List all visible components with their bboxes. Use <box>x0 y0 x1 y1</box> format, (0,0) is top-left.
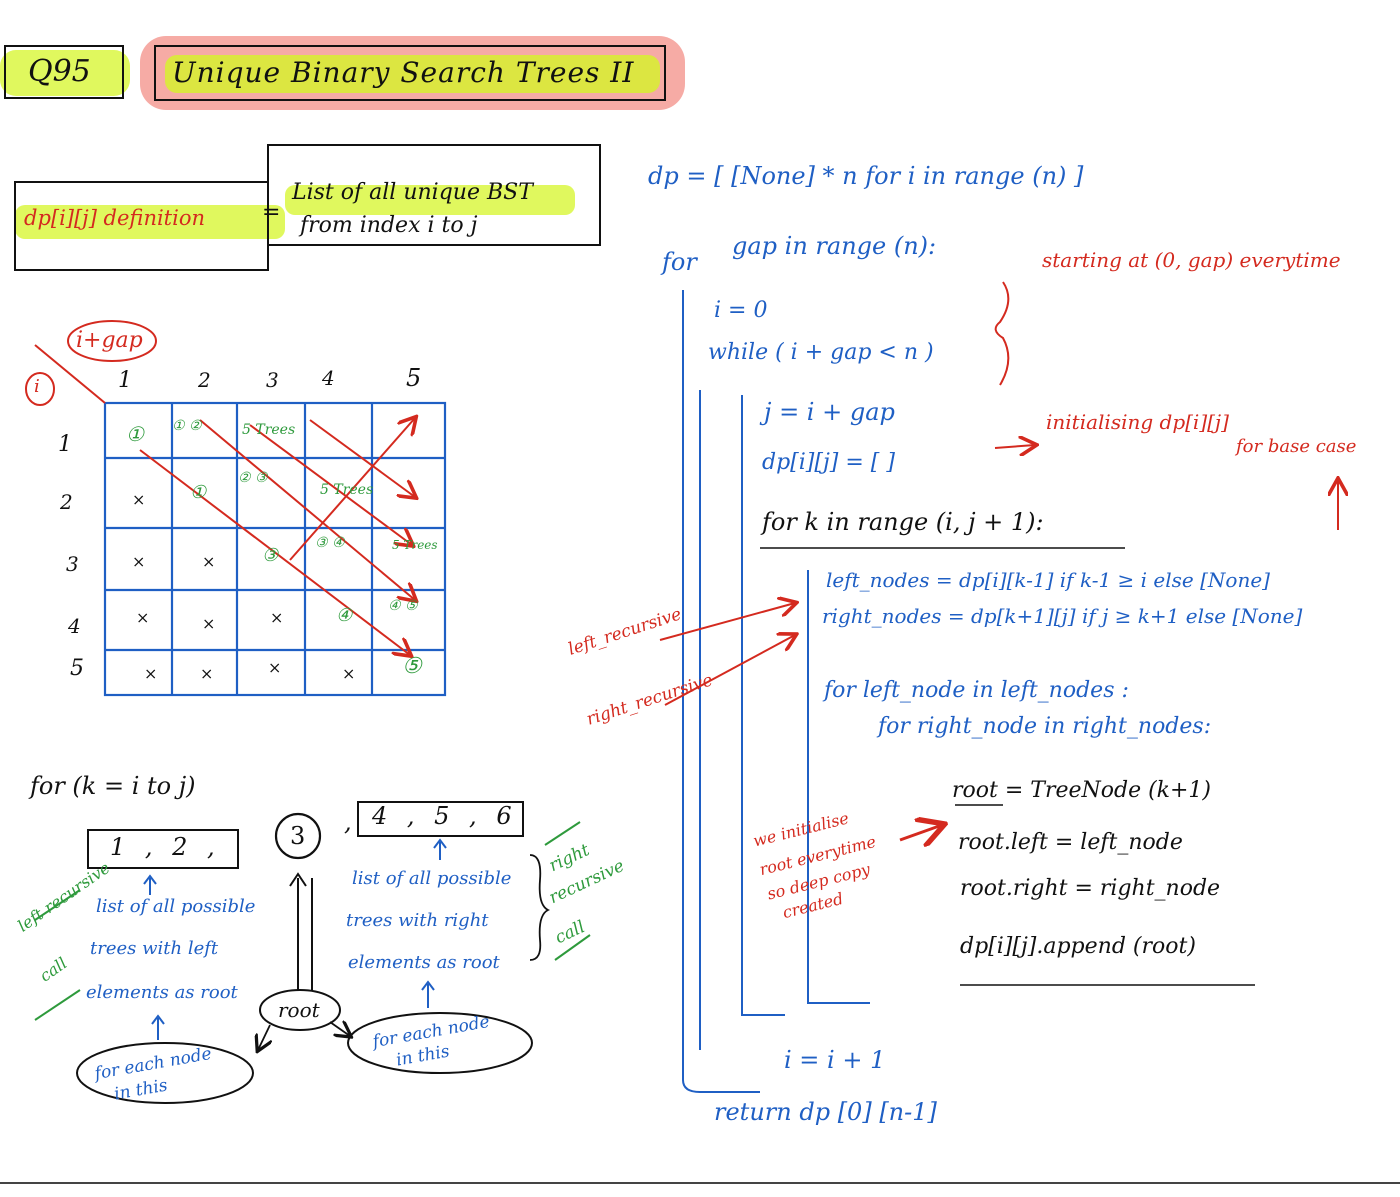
note-initialising: initialising dp[i][j] <box>1046 410 1229 434</box>
loop-k-label: for (k = i to j) <box>30 772 196 800</box>
left-desc-2: trees with left <box>90 938 219 959</box>
cell-2-2: ① <box>190 482 207 503</box>
cell-x: × <box>132 552 146 571</box>
cell-x: × <box>136 608 150 627</box>
note-starting: starting at (0, gap) everytime <box>1042 248 1341 272</box>
page-title: Unique Binary Search Trees II <box>172 56 635 89</box>
cell-x: × <box>144 664 158 683</box>
code-nesting <box>682 290 870 1093</box>
note-base-case: for base case <box>1236 436 1357 457</box>
definition-term: dp[i][j] definition <box>24 206 206 230</box>
cell-x: × <box>268 658 282 677</box>
definition-equals: = <box>262 200 281 225</box>
row-header-3: 3 <box>66 552 79 576</box>
row-header-2: 2 <box>60 490 73 514</box>
row-header-4: 4 <box>68 614 81 638</box>
cell-x: × <box>132 490 146 509</box>
code-line-while: while ( i + gap < n ) <box>708 340 934 365</box>
row-header-5: 5 <box>70 656 84 681</box>
col-axis-label: i+gap <box>76 328 143 353</box>
code-line-for-left: for left_node in left_nodes : <box>824 678 1129 703</box>
dp-table-grid <box>103 401 447 697</box>
right-elements: 4 , 5 , 6 <box>372 802 518 830</box>
cell-2-4: 5 Trees <box>320 482 374 498</box>
code-line-for-right: for right_node in right_nodes: <box>878 714 1212 739</box>
diagonal-arrows <box>139 418 415 655</box>
code-line-increment: i = i + 1 <box>784 1046 886 1074</box>
cell-4-5: ④ ⑤ <box>388 598 418 614</box>
left-desc-1: list of all possible <box>96 896 256 917</box>
code-line-return: return dp [0] [n-1] <box>714 1098 937 1126</box>
left-elements: 1 , 2 , <box>110 833 221 861</box>
cell-1-1: ① <box>126 422 144 446</box>
code-line-root: root = TreeNode (k+1) <box>952 778 1212 803</box>
cell-2-3: ② ③ <box>238 470 268 486</box>
code-line-right-nodes: right_nodes = dp[k+1][j] if j ≥ k+1 else… <box>822 604 1303 628</box>
code-line-i0: i = 0 <box>714 298 768 323</box>
code-line-for-k: for k in range (i, j + 1): <box>762 508 1044 536</box>
left-desc-3: elements as root <box>86 982 238 1003</box>
right-desc-2: trees with right <box>346 910 489 931</box>
code-for-keyword: for <box>662 248 697 276</box>
right-elements-box <box>357 801 524 837</box>
cell-3-4: ③ ④ <box>315 535 345 551</box>
definition-line-2: from index i to j <box>300 213 478 238</box>
col-header-1: 1 <box>118 368 132 393</box>
right-desc-3: elements as root <box>348 952 500 973</box>
code-line-root-left: root.left = left_node <box>958 830 1183 855</box>
definition-line-1: List of all unique BST <box>292 180 533 205</box>
root-element: 3 <box>290 822 306 850</box>
col-header-4: 4 <box>322 366 335 390</box>
code-line-j: j = i + gap <box>764 398 895 426</box>
code-line-root-right: root.right = right_node <box>960 876 1221 901</box>
col-header-3: 3 <box>266 368 279 392</box>
code-line-dp-empty: dp[i][j] = [ ] <box>762 450 895 475</box>
root-circle <box>274 812 322 860</box>
left-elements-box <box>87 829 239 869</box>
row-header-1: 1 <box>58 432 72 457</box>
root-label: root <box>278 998 320 1022</box>
row-axis-label: i <box>34 376 40 397</box>
cell-5-5: ⑤ <box>402 654 422 679</box>
code-line-for-gap: gap in range (n): <box>732 232 937 260</box>
cell-x: × <box>202 552 216 571</box>
code-line-left-nodes: left_nodes = dp[i][k-1] if k-1 ≥ i else … <box>826 568 1270 592</box>
cell-x: × <box>202 614 216 633</box>
question-badge: Q95 <box>28 54 91 89</box>
cell-x: × <box>270 608 284 627</box>
cell-1-2: ① ② <box>172 418 202 434</box>
cell-4-4: ④ <box>336 605 353 626</box>
col-header-5: 5 <box>406 364 422 392</box>
cell-3-3: ③ <box>262 545 279 566</box>
comma: , <box>344 808 352 836</box>
code-line-append: dp[i][j].append (root) <box>960 934 1196 959</box>
cell-3-5: 5 Trees <box>392 538 438 552</box>
right-desc-1: list of all possible <box>352 868 512 889</box>
col-header-2: 2 <box>198 368 211 392</box>
badge-highlight <box>0 50 130 96</box>
cell-x: × <box>200 664 214 683</box>
code-line-dp-init: dp = [ [None] * n for i in range (n) ] <box>648 162 1084 190</box>
cell-x: × <box>342 664 356 683</box>
cell-1-3: 5 Trees <box>242 422 296 438</box>
